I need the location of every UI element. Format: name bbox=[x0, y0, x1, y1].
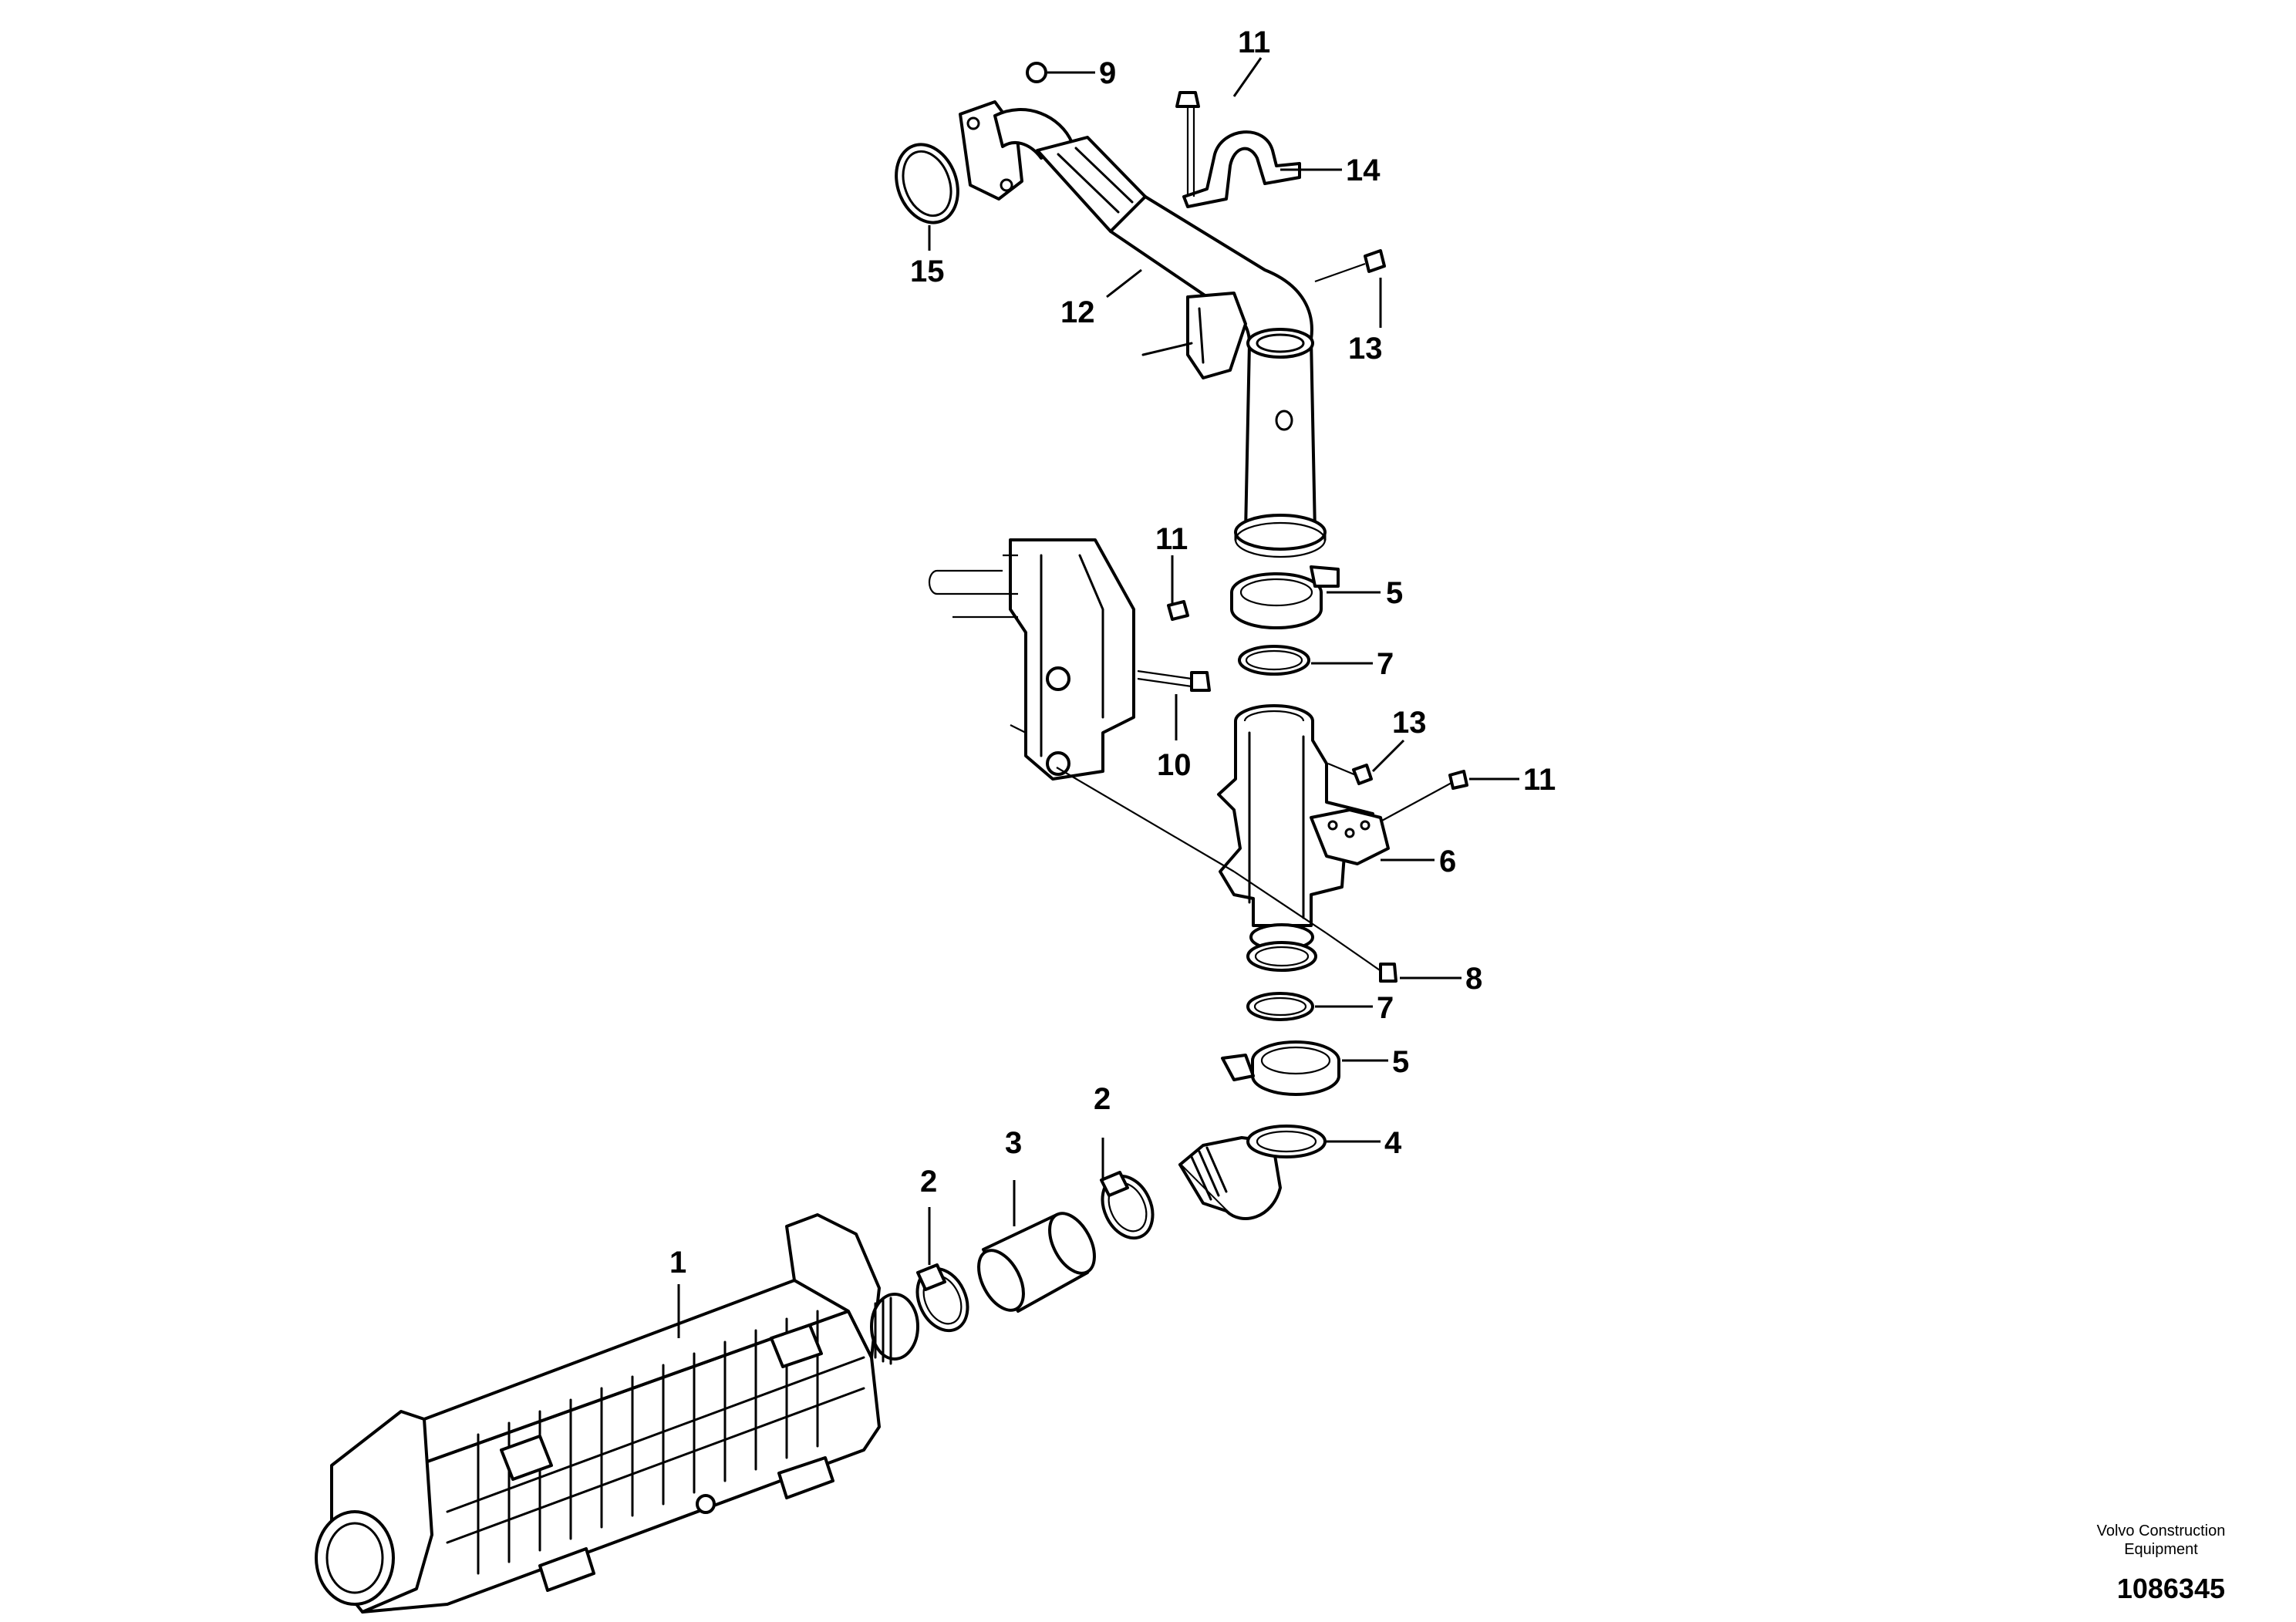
callout-5-lower: 5 bbox=[1392, 1045, 1409, 1079]
hose-clamp-2-right bbox=[1100, 1171, 1155, 1240]
callout-1: 1 bbox=[669, 1246, 686, 1280]
callout-9: 9 bbox=[1099, 56, 1116, 90]
callout-12: 12 bbox=[1060, 295, 1095, 329]
callout-8: 8 bbox=[1465, 962, 1482, 996]
callout-15: 15 bbox=[910, 255, 945, 288]
bolt-9 bbox=[1026, 62, 1047, 83]
egr-pipe-12 bbox=[959, 100, 1327, 558]
o-ring-7-lower bbox=[1246, 992, 1314, 1021]
o-ring-7-upper bbox=[1238, 645, 1310, 676]
elbow-4 bbox=[1178, 1125, 1327, 1220]
v-clamp-5-upper bbox=[1230, 565, 1340, 629]
v-clamp-5-lower bbox=[1221, 1040, 1340, 1096]
callout-11-right: 11 bbox=[1523, 763, 1556, 797]
brand-line-1: Volvo Construction bbox=[2096, 1523, 2226, 1539]
callout-labels: 9 11 14 15 12 13 11 5 7 13 10 11 6 8 7 5… bbox=[669, 25, 1556, 1280]
callout-7-lower: 7 bbox=[1377, 991, 1394, 1025]
callout-6: 6 bbox=[1439, 845, 1456, 878]
callout-3: 3 bbox=[1005, 1126, 1022, 1160]
egr-valve-housing-6 bbox=[1217, 704, 1390, 972]
bolt-11-mid bbox=[1167, 600, 1189, 621]
callout-13-lower: 13 bbox=[1392, 706, 1427, 740]
egr-cooler-1 bbox=[315, 1213, 919, 1614]
bolt-10 bbox=[1137, 669, 1211, 692]
bolt-13-lower bbox=[1327, 762, 1373, 785]
brand-line-2: Equipment bbox=[2124, 1541, 2198, 1558]
bolt-11-right bbox=[1380, 770, 1468, 822]
hose-3 bbox=[977, 1212, 1096, 1313]
bolt-11-top bbox=[1175, 91, 1200, 197]
brand-label: Volvo Construction Equipment bbox=[2072, 1522, 2250, 1559]
clamp-14 bbox=[1182, 130, 1301, 208]
callout-4: 4 bbox=[1384, 1126, 1402, 1160]
bolt-13-upper bbox=[1314, 249, 1386, 283]
callout-11-top: 11 bbox=[1238, 25, 1270, 59]
leader-lines bbox=[677, 57, 1519, 1338]
bolt-8 bbox=[1326, 932, 1397, 983]
callout-14: 14 bbox=[1346, 153, 1381, 187]
callout-13-upper: 13 bbox=[1348, 332, 1383, 366]
o-ring-15 bbox=[895, 143, 959, 224]
callout-2-left: 2 bbox=[920, 1165, 937, 1199]
bracket-10 bbox=[928, 538, 1135, 781]
hose-clamp-2-left bbox=[915, 1263, 969, 1333]
callout-10: 10 bbox=[1157, 748, 1192, 782]
callout-11-mid: 11 bbox=[1155, 522, 1188, 556]
callout-5-upper: 5 bbox=[1386, 576, 1403, 610]
document-number: 1086345 bbox=[2116, 1573, 2225, 1604]
callout-7-upper: 7 bbox=[1377, 647, 1394, 681]
callout-2-right: 2 bbox=[1094, 1082, 1111, 1116]
